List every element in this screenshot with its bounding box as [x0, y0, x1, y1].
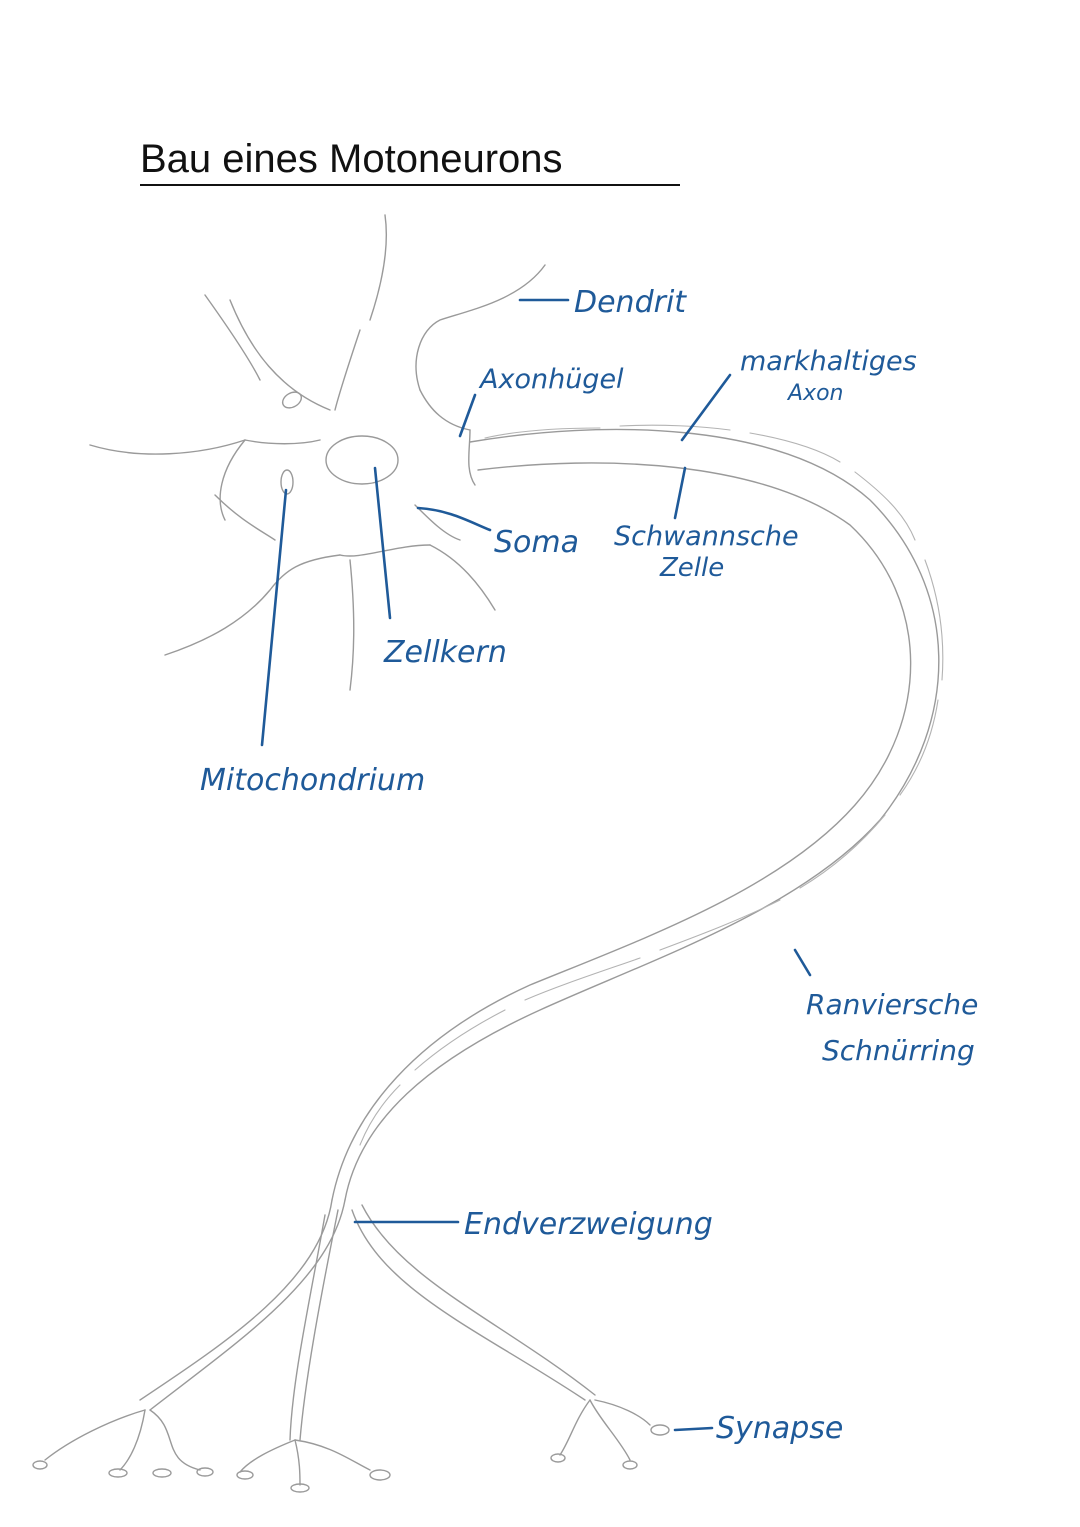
label-mitochondrium: Mitochondrium [200, 763, 425, 798]
nucleus-sketch [325, 435, 399, 485]
label-markhaltiges: markhaltiges [740, 346, 917, 377]
axon-sketch [331, 424, 944, 1201]
label-soma: Soma [494, 525, 579, 560]
label-zellkern: Zellkern [383, 635, 507, 670]
label-synapse: Synapse [716, 1411, 843, 1446]
soma-sketch [89, 214, 546, 691]
label-axon: Axon [786, 381, 843, 406]
label-schwannsche: Schwannsche [614, 521, 799, 552]
mitochondrion-sketch-2 [280, 469, 294, 495]
mitochondrion-sketch-1 [281, 391, 303, 409]
label-schnuerring: Schnürring [822, 1034, 975, 1067]
page-title: Bau eines Motoneurons [140, 136, 680, 186]
label-axonhuegel: Axonhügel [478, 364, 624, 395]
terminal-branches-sketch [32, 1199, 670, 1493]
leader-lines [260, 298, 812, 1432]
label-endverzweigung: Endverzweigung [464, 1207, 713, 1242]
label-ranviersche: Ranviersche [806, 988, 978, 1021]
label-zelle: Zelle [659, 553, 724, 583]
label-dendrit: Dendrit [574, 285, 687, 320]
